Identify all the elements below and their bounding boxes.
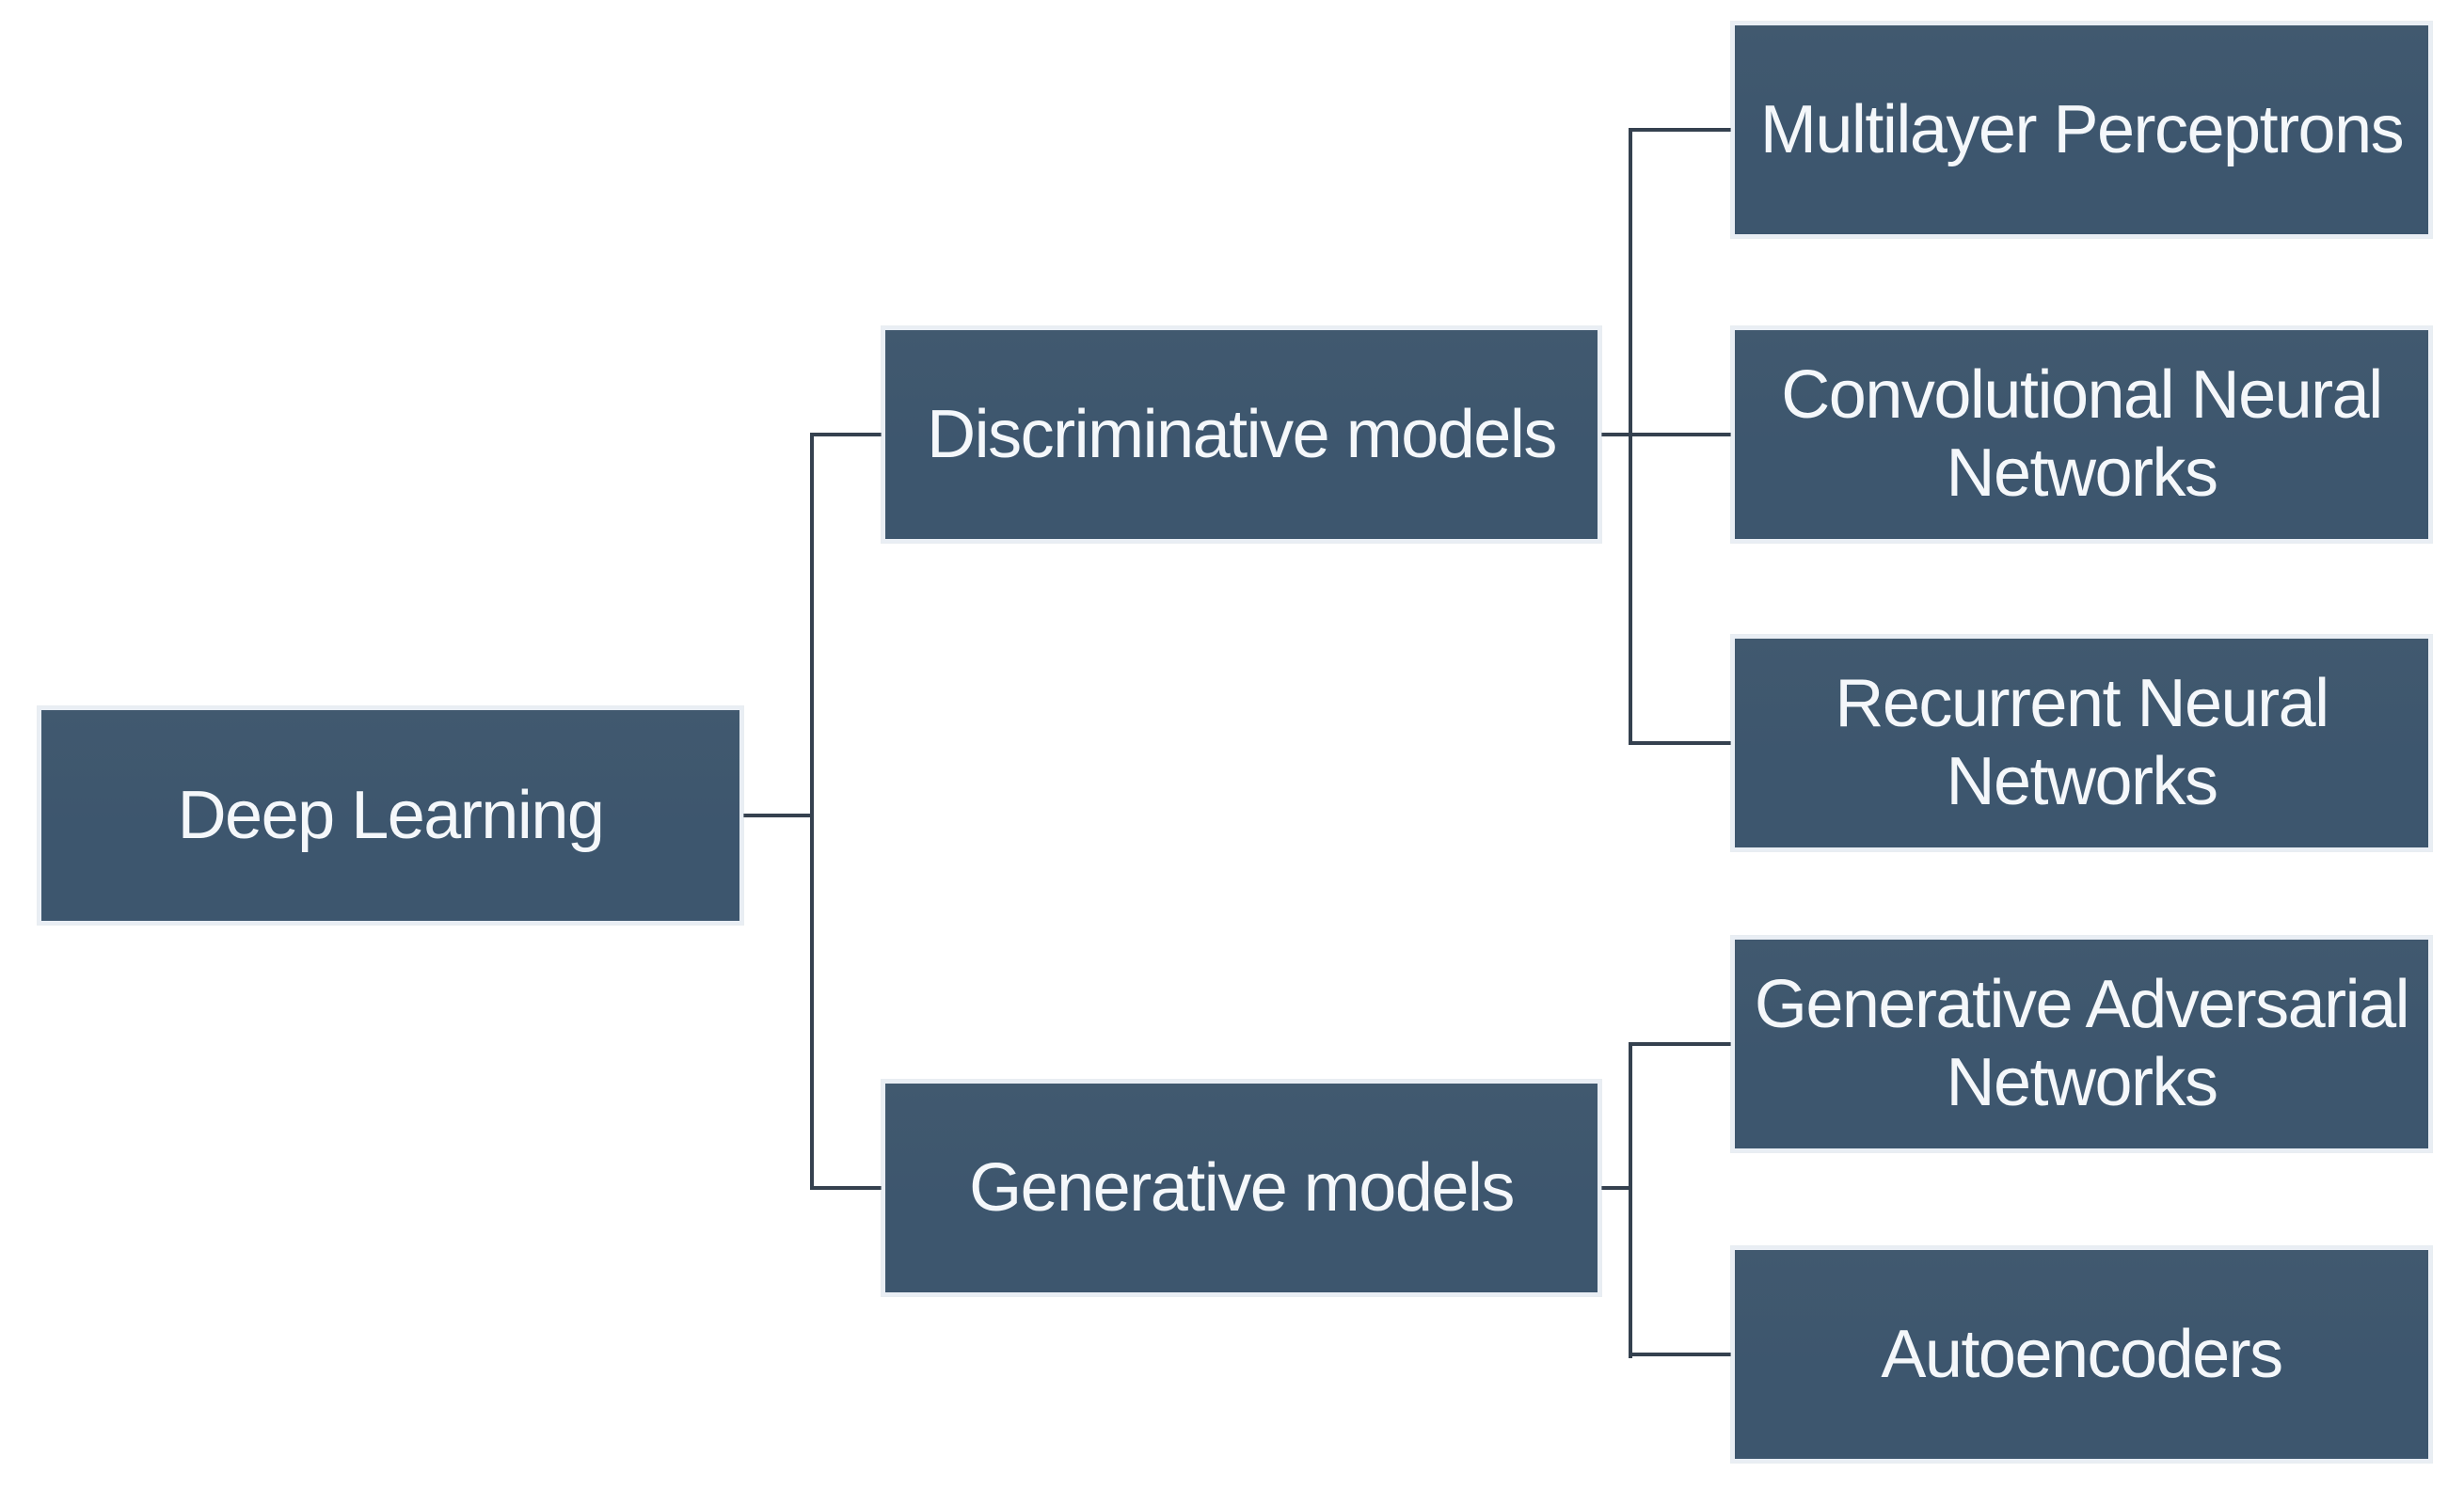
node-label: Deep Learning	[177, 777, 605, 853]
connector-trunk-to-discriminative	[810, 433, 882, 436]
node-label: Generative Adversarial Networks	[1754, 967, 2410, 1120]
node-convolutional-neural-networks: Convolutional Neural Networks	[1731, 326, 2432, 543]
node-deep-learning: Deep Learning	[38, 706, 743, 925]
connector-trunk-to-autoencoders	[1629, 1353, 1731, 1356]
node-label: Generative models	[969, 1149, 1515, 1226]
connector-trunk-to-gan	[1629, 1042, 1731, 1046]
connector-trunk-to-mlp	[1629, 128, 1731, 132]
connector-discriminative-to-children	[1601, 433, 1731, 436]
connector-level1-trunk	[810, 433, 814, 1190]
connector-root-to-trunk	[743, 814, 812, 817]
node-generative-models: Generative models	[882, 1080, 1601, 1296]
connector-trunk-to-rnn	[1629, 741, 1731, 745]
node-autoencoders: Autoencoders	[1731, 1246, 2432, 1463]
node-multilayer-perceptrons: Multilayer Perceptrons	[1731, 22, 2432, 238]
node-label: Autoencoders	[1881, 1316, 2283, 1392]
connector-trunk-to-generative	[810, 1186, 882, 1190]
connector-generative-trunk	[1629, 1042, 1632, 1358]
node-label: Convolutional Neural Networks	[1781, 357, 2383, 511]
node-label: Discriminative models	[927, 396, 1557, 472]
node-discriminative-models: Discriminative models	[882, 326, 1601, 543]
node-label: Multilayer Perceptrons	[1759, 91, 2405, 167]
node-recurrent-neural-networks: Recurrent Neural Networks	[1731, 635, 2432, 851]
node-label: Recurrent Neural Networks	[1835, 666, 2329, 819]
node-generative-adversarial-networks: Generative Adversarial Networks	[1731, 936, 2432, 1152]
connector-discriminative-trunk	[1629, 128, 1632, 745]
connector-generative-to-trunk	[1601, 1186, 1632, 1190]
